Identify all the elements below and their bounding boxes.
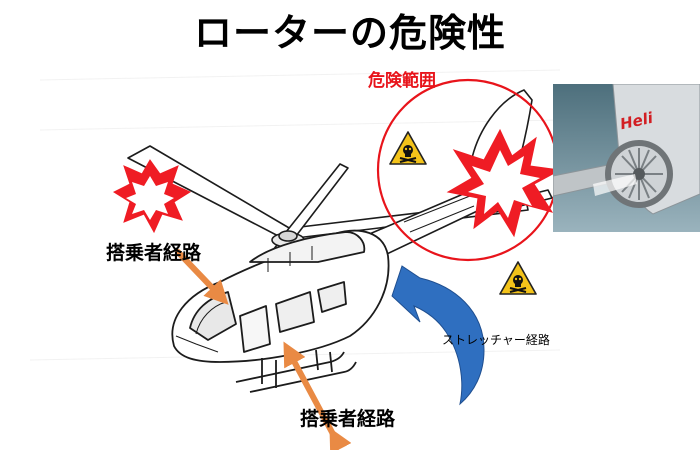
danger-zone-label: 危険範囲: [368, 71, 436, 91]
skull-warning-icon: [499, 261, 537, 295]
rear-window: [317, 281, 347, 313]
boarding-route-arrow-upper: [175, 249, 229, 305]
skull-warning-icon: [389, 131, 427, 165]
engine-cowling: [249, 231, 366, 263]
stretcher-route-arrow: [391, 265, 485, 406]
stretcher-route-label: ストレッチャー経路: [442, 333, 550, 347]
page-title: ローターの危険性: [193, 11, 506, 55]
cabin-door: [239, 305, 271, 353]
fuselage: [171, 229, 390, 363]
boarding-route-label-upper: 搭乗者経路: [106, 242, 202, 264]
tail-rotor-photo: [553, 84, 700, 232]
boarding-route-arrow-lower: [283, 341, 352, 450]
boarding-route-label-lower: 搭乗者経路: [300, 408, 396, 430]
side-window: [275, 291, 315, 333]
